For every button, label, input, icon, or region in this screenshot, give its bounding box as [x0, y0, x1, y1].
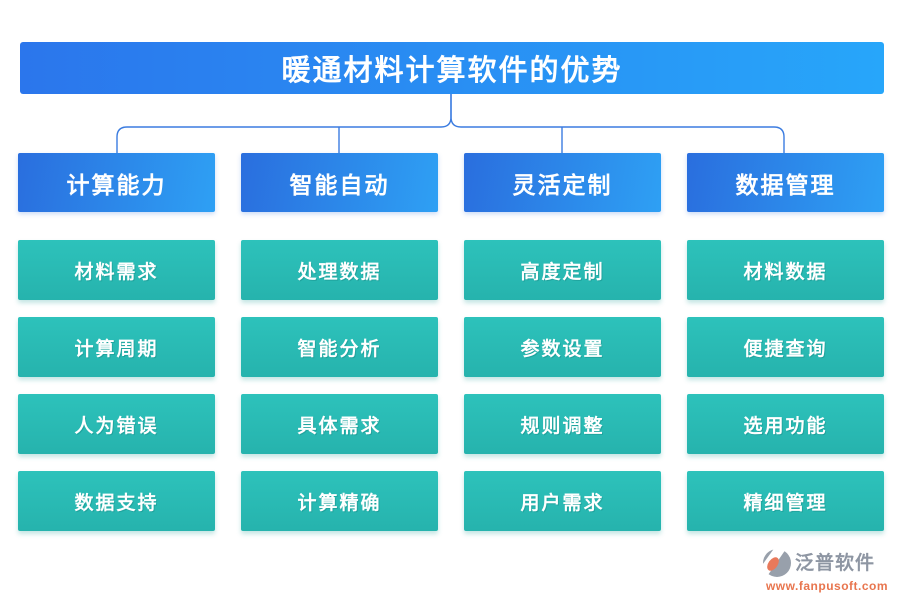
item-box: 选用功能	[687, 394, 884, 454]
brand-url: www.fanpusoft.com	[765, 579, 889, 593]
item-box: 高度定制	[464, 240, 661, 300]
brand-row: 泛普软件	[762, 548, 896, 578]
item-box: 智能分析	[241, 317, 438, 377]
item-box: 精细管理	[687, 471, 884, 531]
column-header: 数据管理	[687, 153, 884, 212]
item-box: 参数设置	[464, 317, 661, 377]
column-calculation: 计算能力 材料需求 计算周期 人为错误 数据支持	[18, 153, 215, 531]
item-box: 计算周期	[18, 317, 215, 377]
column-customization: 灵活定制 高度定制 参数设置 规则调整 用户需求	[464, 153, 661, 531]
item-box: 材料数据	[687, 240, 884, 300]
item-box: 数据支持	[18, 471, 215, 531]
item-box: 处理数据	[241, 240, 438, 300]
brand-name: 泛普软件	[795, 552, 876, 574]
column-data-management: 数据管理 材料数据 便捷查询 选用功能 精细管理	[687, 153, 884, 531]
item-box: 具体需求	[241, 394, 438, 454]
connector-left-branch	[116, 94, 452, 153]
item-box: 人为错误	[18, 394, 215, 454]
item-box: 用户需求	[464, 471, 661, 531]
column-intelligence: 智能自动 处理数据 智能分析 具体需求 计算精确	[241, 153, 438, 531]
item-box: 材料需求	[18, 240, 215, 300]
item-box: 计算精确	[241, 471, 438, 531]
fanpu-logo-icon	[762, 548, 791, 577]
columns-container: 计算能力 材料需求 计算周期 人为错误 数据支持 智能自动 处理数据 智能分析 …	[18, 153, 884, 531]
column-header: 灵活定制	[464, 153, 661, 212]
footer-brand: 泛普软件 www.fanpusoft.com	[758, 548, 896, 593]
column-header: 计算能力	[18, 153, 215, 212]
column-header: 智能自动	[241, 153, 438, 212]
connector-right-branch	[450, 94, 785, 153]
page-title: 暖通材料计算软件的优势	[20, 42, 884, 94]
item-box: 规则调整	[464, 394, 661, 454]
item-box: 便捷查询	[687, 317, 884, 377]
